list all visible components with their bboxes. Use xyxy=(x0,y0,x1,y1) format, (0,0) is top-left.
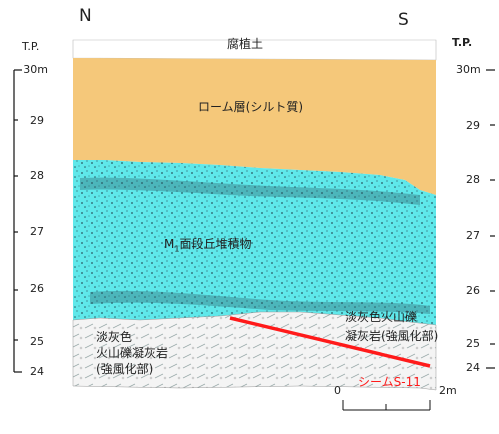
south-label: S xyxy=(398,10,409,30)
elev-left-30: 30m xyxy=(23,63,48,76)
tp-label-right: T.P. xyxy=(452,36,473,49)
elev-right-28: 28 xyxy=(466,173,480,186)
tuff-layer xyxy=(72,311,437,391)
seam-label: シームS-11 xyxy=(358,375,421,389)
elev-right-29: 29 xyxy=(466,119,480,132)
elev-right-24: 24 xyxy=(466,361,480,374)
right-elevation-ticks xyxy=(486,69,495,369)
elev-left-24: 24 xyxy=(30,365,44,378)
elev-left-27: 27 xyxy=(30,225,44,238)
loam-layer xyxy=(73,58,436,195)
elev-left-25: 25 xyxy=(30,335,44,348)
topsoil-label: 腐植土 xyxy=(227,37,264,51)
left-elevation-scale xyxy=(13,69,22,373)
scale-bar xyxy=(342,400,431,411)
tuff-left-label-3: (強風化部) xyxy=(96,362,154,376)
loam-label: ローム層(シルト質) xyxy=(198,100,304,114)
elev-left-29: 29 xyxy=(30,114,44,127)
terrace-label: M1面段丘堆積物 xyxy=(164,237,252,254)
elev-right-30: 30m xyxy=(456,63,481,76)
scale-bar-end: 2m xyxy=(439,384,457,397)
elev-right-25: 25 xyxy=(466,337,480,350)
elev-left-26: 26 xyxy=(30,282,44,295)
tuff-left-label-2: 火山礫凝灰岩 xyxy=(96,346,169,360)
scale-bar-start: 0 xyxy=(334,384,341,397)
elev-right-26: 26 xyxy=(466,284,480,297)
terrace-layer xyxy=(73,160,436,325)
tuff-left-label-1: 淡灰色 xyxy=(96,330,133,344)
seam-line xyxy=(229,316,431,368)
tuff-right-label-1: 淡灰色火山礫 xyxy=(345,310,418,324)
tuff-right-label-2: 凝灰岩(強風化部) xyxy=(345,329,439,343)
elev-right-27: 27 xyxy=(466,229,480,242)
tp-label-left: T.P. xyxy=(22,40,40,53)
elev-left-28: 28 xyxy=(30,169,44,182)
north-label: N xyxy=(79,6,92,26)
